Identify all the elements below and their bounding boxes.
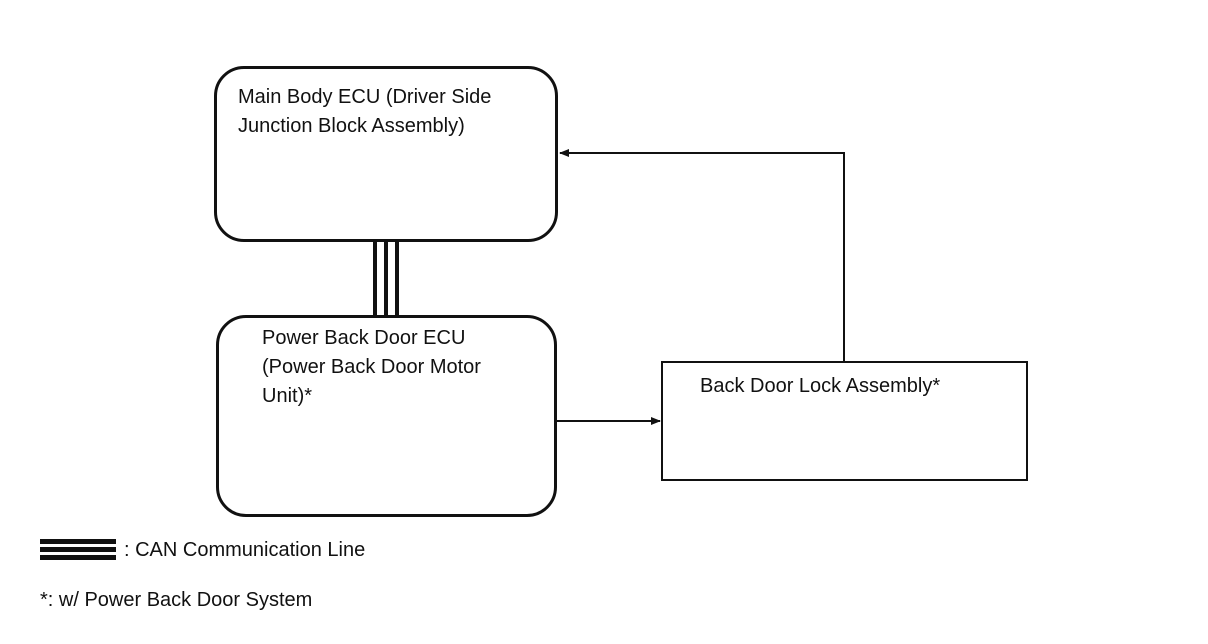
back-door-lock-assembly-block: Back Door Lock Assembly*	[661, 361, 1028, 481]
can-communication-line	[373, 240, 399, 316]
main-body-ecu-block: Main Body ECU (Driver Side Junction Bloc…	[214, 66, 558, 242]
power-back-door-ecu-label: Power Back Door ECU (Power Back Door Mot…	[262, 327, 481, 407]
legend-can-line: : CAN Communication Line	[40, 537, 365, 563]
main-body-ecu-label: Main Body ECU (Driver Side Junction Bloc…	[238, 86, 492, 137]
footnote: *: w/ Power Back Door System	[40, 588, 312, 612]
can-line-swatch-icon	[40, 539, 116, 560]
legend-can-label: : CAN Communication Line	[124, 539, 366, 561]
footnote-text: *: w/ Power Back Door System	[40, 589, 313, 611]
arrow-lock-to-main-ecu	[559, 149, 845, 361]
power-back-door-ecu-block: Power Back Door ECU (Power Back Door Mot…	[216, 315, 557, 517]
back-door-lock-assembly-label: Back Door Lock Assembly*	[700, 375, 941, 397]
